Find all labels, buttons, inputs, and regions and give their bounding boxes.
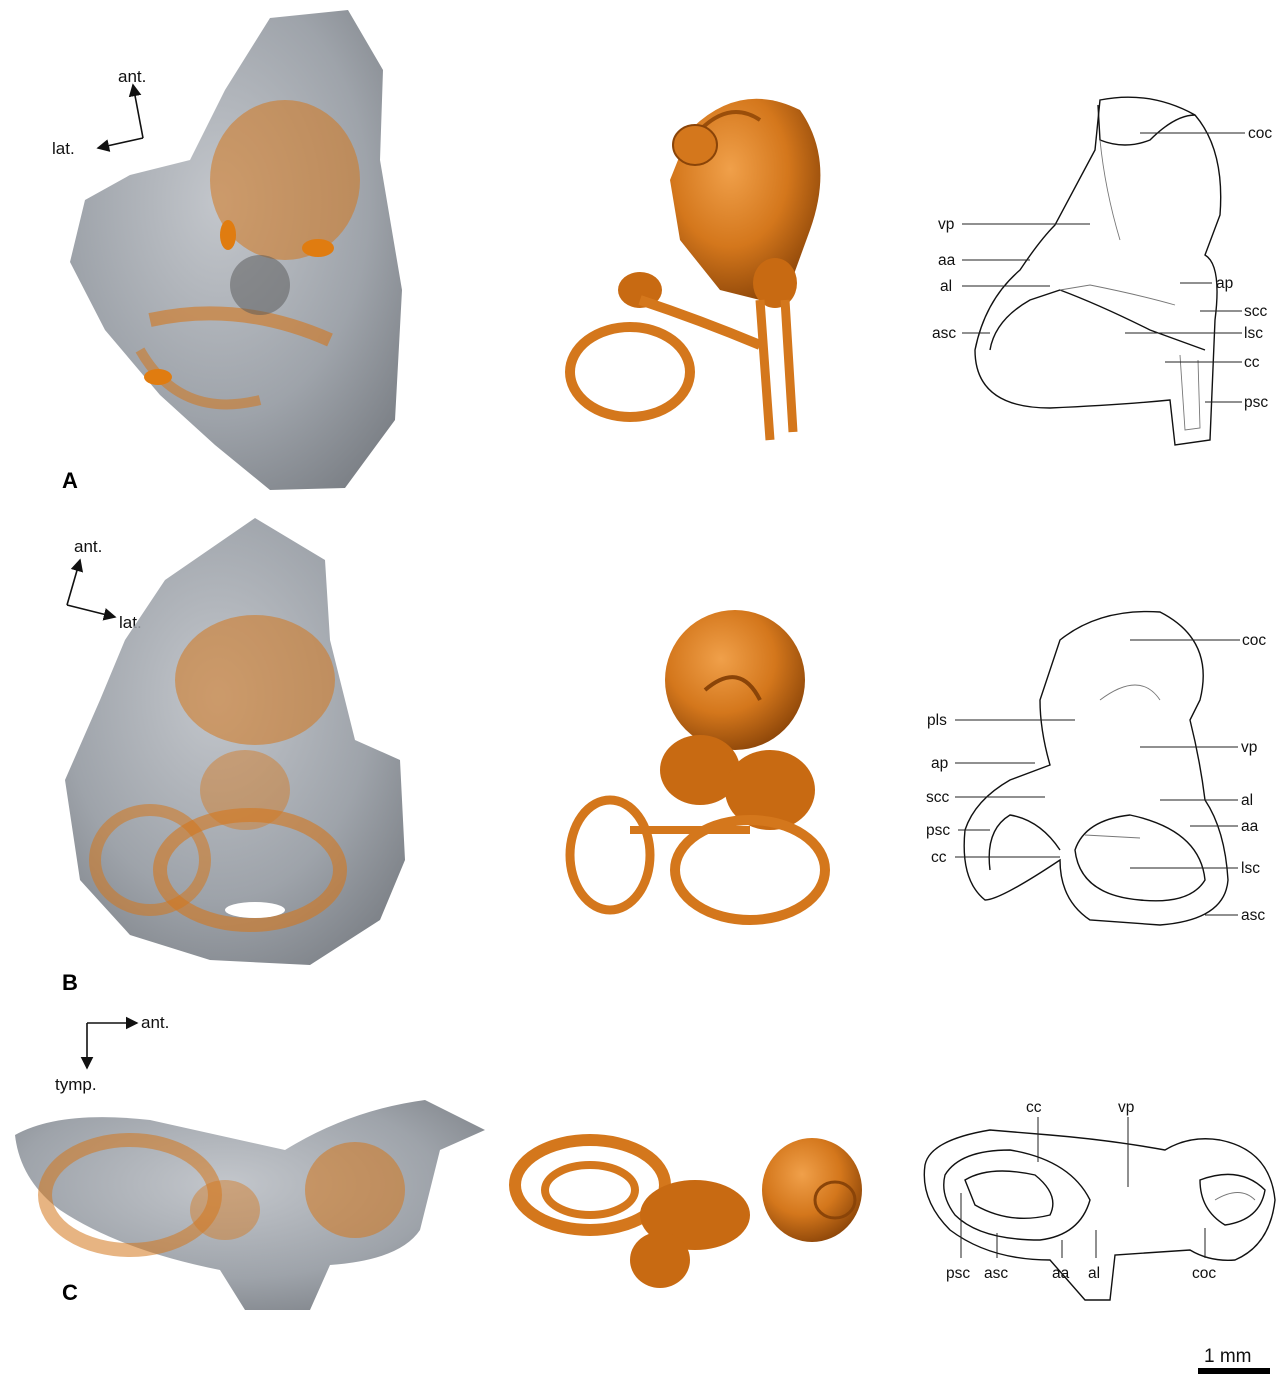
orientation-label-ant: ant. bbox=[74, 537, 102, 556]
panel-c: ant. tymp. cc vp bbox=[15, 1013, 1275, 1310]
scale-bar-label: 1 mm bbox=[1204, 1346, 1252, 1367]
panel-letter-c: C bbox=[62, 1280, 78, 1305]
bone-render-c bbox=[15, 1100, 485, 1310]
label-scc: scc bbox=[926, 789, 950, 806]
label-al: al bbox=[1088, 1265, 1100, 1282]
labels-b: coc pls vp ap al scc aa psc cc lsc asc bbox=[926, 632, 1266, 924]
label-cc: cc bbox=[931, 849, 947, 866]
labels-c: cc vp psc asc aa al coc bbox=[946, 1099, 1216, 1282]
label-asc: asc bbox=[984, 1265, 1008, 1282]
label-coc: coc bbox=[1192, 1265, 1216, 1282]
label-cc: cc bbox=[1026, 1099, 1042, 1116]
label-asc: asc bbox=[1241, 907, 1265, 924]
label-coc: coc bbox=[1242, 632, 1266, 649]
label-coc: coc bbox=[1248, 125, 1272, 142]
scale-bar-line bbox=[1198, 1368, 1270, 1374]
orientation-indicator-a: ant. lat. bbox=[52, 67, 146, 158]
panel-a: ant. lat. bbox=[52, 10, 1272, 493]
orientation-indicator-b: ant. lat. bbox=[67, 537, 142, 632]
label-lsc: lsc bbox=[1241, 860, 1260, 877]
orientation-label-lat: lat. bbox=[52, 139, 75, 158]
label-ap: ap bbox=[1216, 275, 1233, 292]
scale-bar: 1 mm bbox=[1198, 1346, 1270, 1374]
orientation-label-ant: ant. bbox=[141, 1013, 169, 1032]
panel-letter-b: B bbox=[62, 970, 78, 995]
orientation-indicator-c: ant. tymp. bbox=[55, 1013, 169, 1094]
panel-letter-a: A bbox=[62, 468, 78, 493]
label-ap: ap bbox=[931, 755, 948, 772]
label-al: al bbox=[1241, 792, 1253, 809]
label-asc: asc bbox=[932, 325, 956, 342]
label-vp: vp bbox=[938, 216, 954, 233]
label-psc: psc bbox=[926, 822, 950, 839]
labels-a: coc vp aa al asc ap scc lsc cc psc bbox=[932, 125, 1272, 411]
endocast-render-b bbox=[570, 610, 825, 920]
panel-b: ant. lat. coc bbox=[62, 518, 1266, 995]
orientation-label-ant: ant. bbox=[118, 67, 146, 86]
line-drawing-b bbox=[964, 612, 1228, 925]
endocast-render-c bbox=[515, 1138, 862, 1288]
label-pls: pls bbox=[927, 712, 947, 729]
label-vp: vp bbox=[1241, 739, 1257, 756]
label-al: al bbox=[940, 278, 952, 295]
label-cc: cc bbox=[1244, 354, 1260, 371]
label-psc: psc bbox=[1244, 394, 1268, 411]
line-drawing-a bbox=[975, 97, 1221, 445]
label-aa: aa bbox=[1241, 818, 1259, 835]
endocast-render-a bbox=[570, 99, 820, 440]
bone-render-b bbox=[65, 518, 405, 965]
label-vp: vp bbox=[1118, 1099, 1134, 1116]
label-lsc: lsc bbox=[1244, 325, 1263, 342]
label-scc: scc bbox=[1244, 303, 1268, 320]
label-psc: psc bbox=[946, 1265, 970, 1282]
orientation-label-tymp: tymp. bbox=[55, 1075, 97, 1094]
label-aa: aa bbox=[938, 252, 956, 269]
label-aa: aa bbox=[1052, 1265, 1070, 1282]
